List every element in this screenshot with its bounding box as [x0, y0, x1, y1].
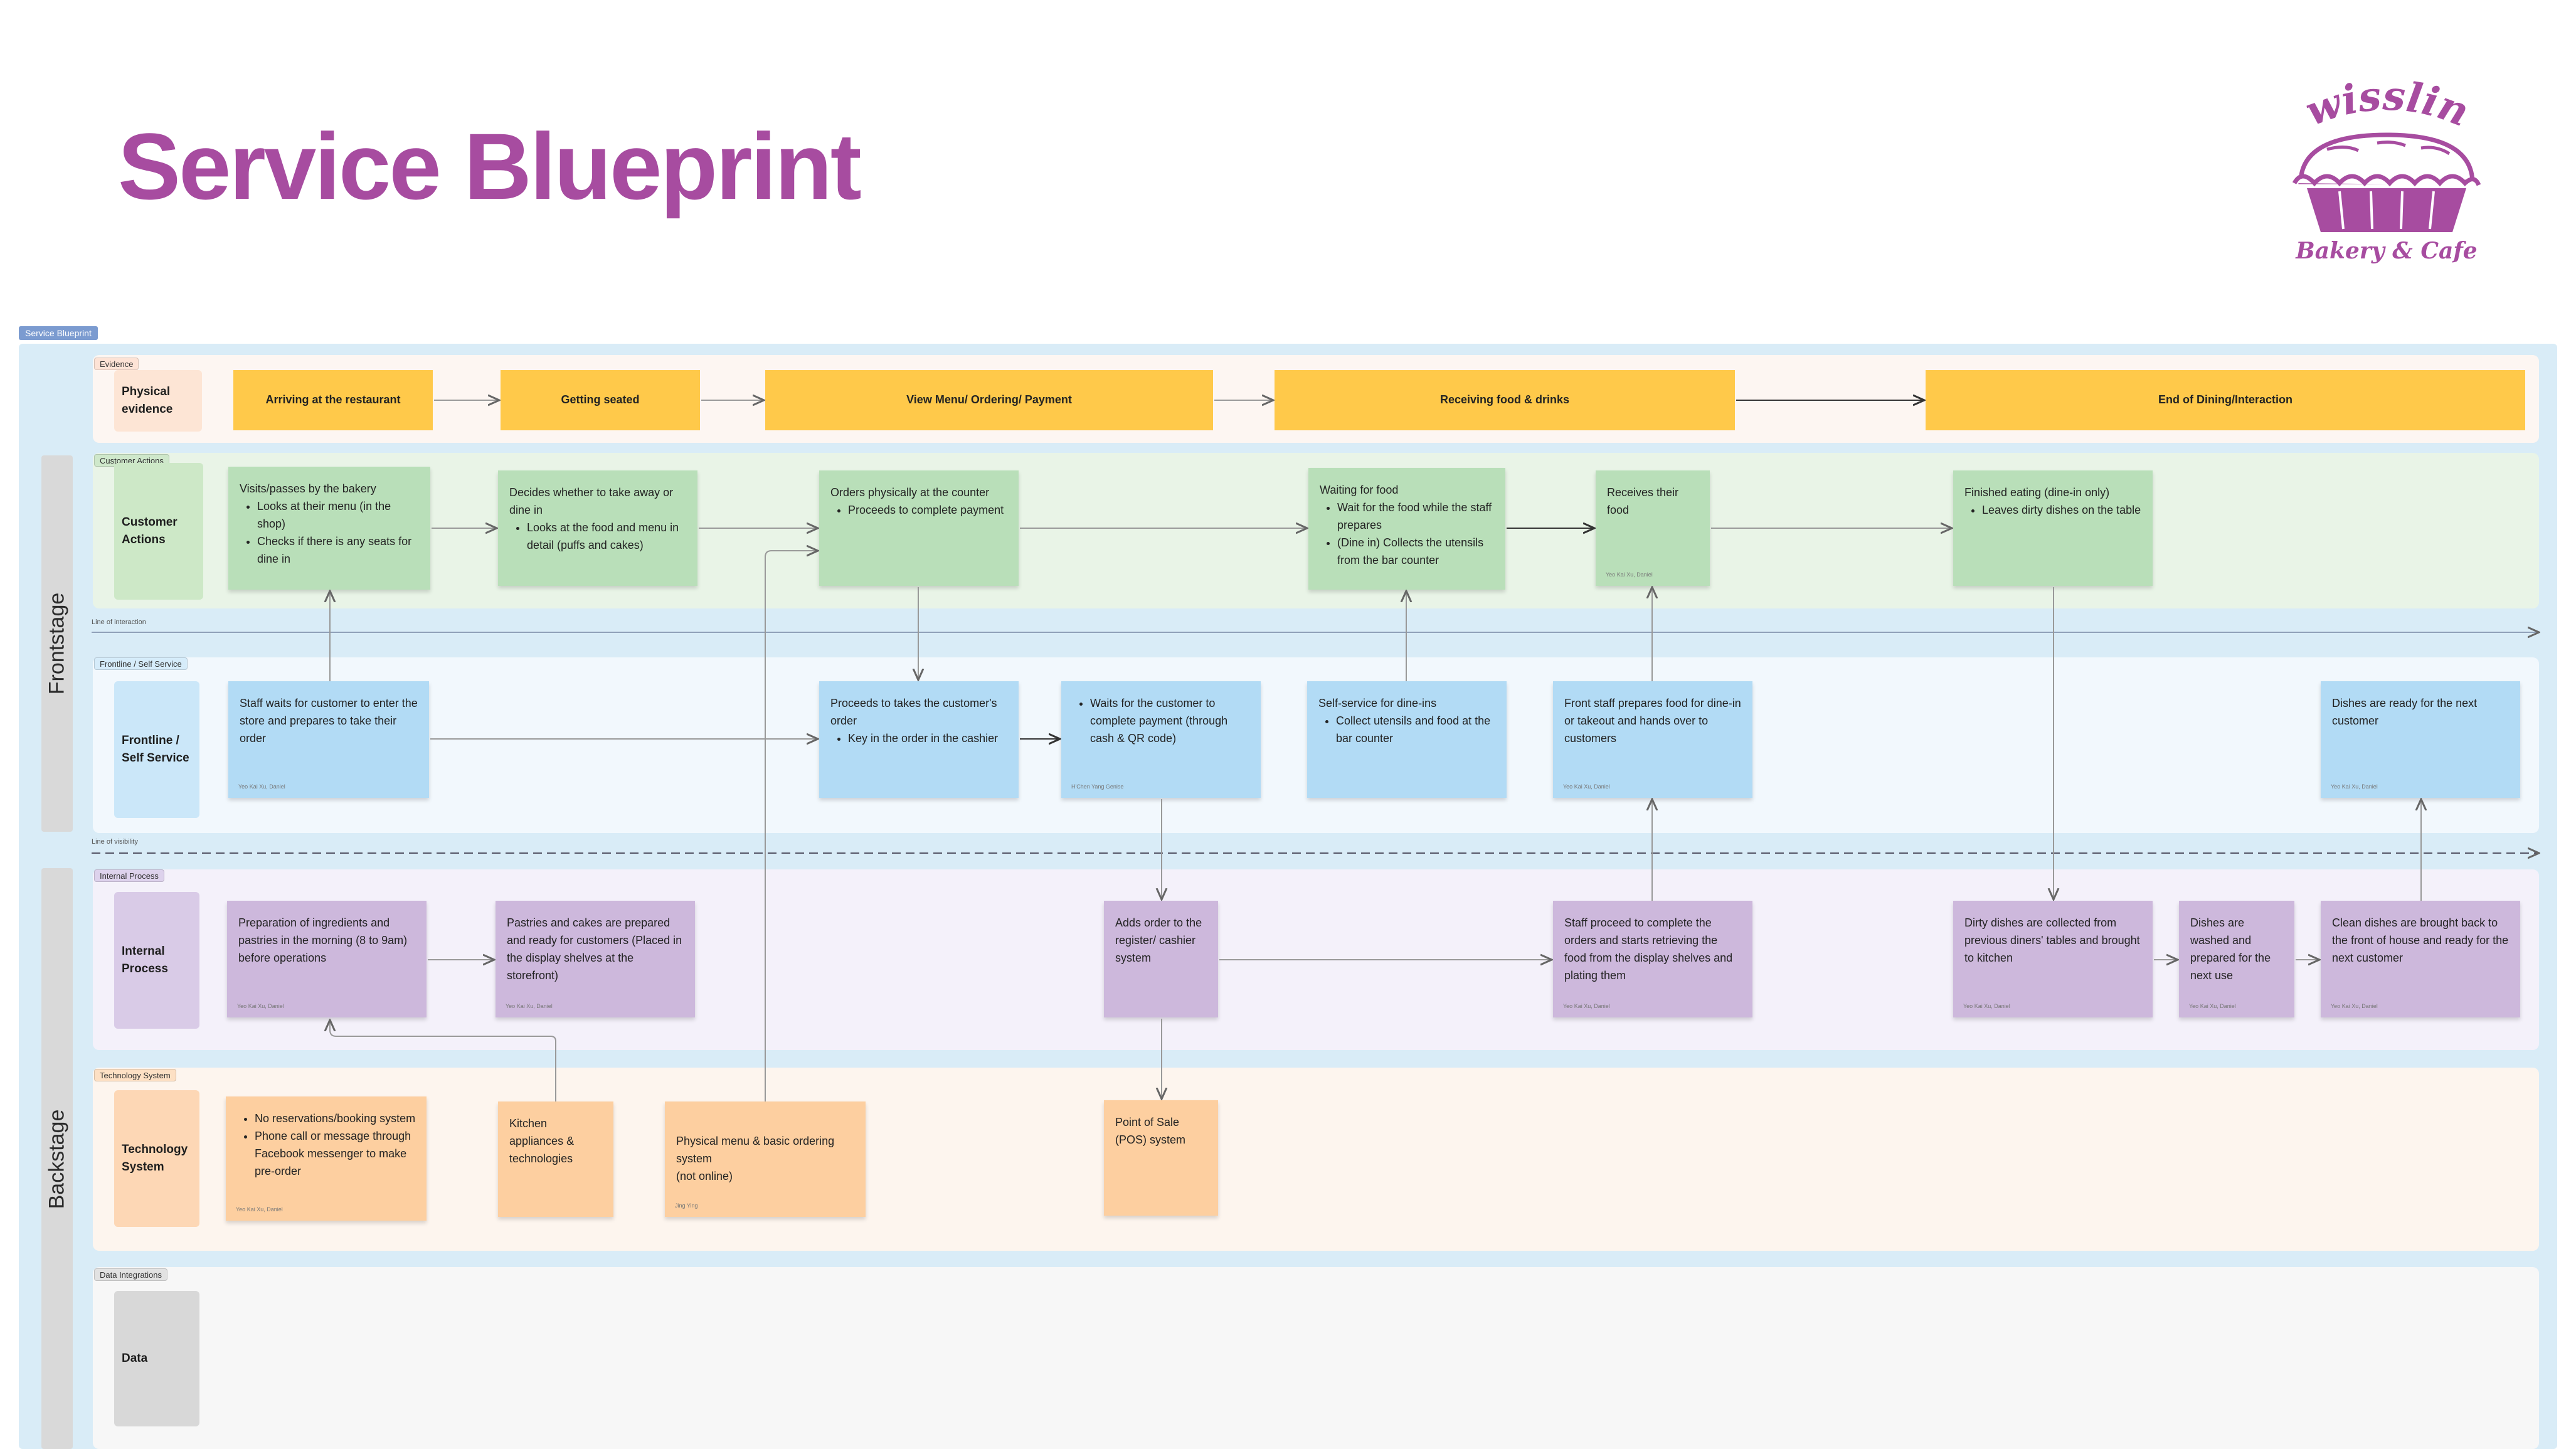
- frontline-card[interactable]: Dishes are ready for the next customer Y…: [2321, 681, 2520, 798]
- evidence-tag: Evidence: [94, 358, 139, 370]
- logo-brand-text: Swisslink: [2269, 38, 2475, 136]
- bakery-logo-icon: Swisslink Bakery & Cafe: [2269, 38, 2481, 264]
- technology-lane: [93, 1068, 2539, 1251]
- customer-action-card[interactable]: Waiting for food Wait for the food while…: [1308, 468, 1505, 590]
- evidence-card[interactable]: View Menu/ Ordering/ Payment: [765, 370, 1213, 430]
- backstage-label: Backstage: [45, 1109, 69, 1209]
- frontline-card[interactable]: Self-service for dine-ins Collect utensi…: [1307, 681, 1507, 798]
- data-lane: [93, 1267, 2539, 1449]
- frontline-card[interactable]: Front staff prepares food for dine-in or…: [1553, 681, 1752, 798]
- internal-process-card[interactable]: Dishes are washed and prepared for the n…: [2179, 901, 2294, 1017]
- technology-card[interactable]: Point of Sale (POS) system: [1104, 1100, 1218, 1216]
- internal-process-card[interactable]: Dirty dishes are collected from previous…: [1953, 901, 2153, 1017]
- evidence-card[interactable]: Getting seated: [501, 370, 700, 430]
- technology-tag: Technology System: [94, 1069, 176, 1081]
- backstage-section: Backstage: [41, 868, 73, 1449]
- internal-process-card[interactable]: Clean dishes are brought back to the fro…: [2321, 901, 2520, 1017]
- line-of-interaction-label: Line of interaction: [92, 618, 146, 626]
- customer-action-card[interactable]: Finished eating (dine-in only) Leaves di…: [1953, 470, 2153, 586]
- frontstage-label: Frontstage: [45, 592, 69, 695]
- frontline-card[interactable]: Staff waits for customer to enter the st…: [228, 681, 429, 798]
- evidence-lane-label: Physical evidence: [114, 370, 202, 432]
- internal-process-card[interactable]: Adds order to the register/ cashier syst…: [1104, 901, 1218, 1017]
- brand-logo: Swisslink Bakery & Cafe: [2269, 38, 2490, 270]
- frontline-lane-label: Frontline / Self Service: [114, 681, 199, 818]
- frontline-card[interactable]: Proceeds to takes the customer's order K…: [819, 681, 1019, 798]
- customer-action-card[interactable]: Decides whether to take away or dine in …: [498, 470, 697, 586]
- customer-action-card[interactable]: Orders physically at the counter Proceed…: [819, 470, 1019, 586]
- svg-text:Swisslink: Swisslink: [2283, 75, 2475, 136]
- internal-lane-label: Internal Process: [114, 892, 199, 1029]
- logo-subtitle-text: Bakery & Cafe: [2295, 238, 2477, 264]
- evidence-card[interactable]: Arriving at the restaurant: [233, 370, 433, 430]
- technology-lane-label: Technology System: [114, 1090, 199, 1227]
- page-title: Service Blueprint: [118, 114, 862, 219]
- frontline-card[interactable]: Waits for the customer to complete payme…: [1061, 681, 1261, 798]
- evidence-card[interactable]: End of Dining/Interaction: [1926, 370, 2525, 430]
- evidence-card[interactable]: Receiving food & drinks: [1275, 370, 1735, 430]
- data-tag: Data Integrations: [94, 1268, 168, 1281]
- customer-action-card[interactable]: Visits/passes by the bakery Looks at the…: [228, 467, 430, 590]
- frontstage-section: Frontstage: [41, 455, 73, 832]
- customer-action-card[interactable]: Receives their food Yeo Kai Xu, Daniel: [1596, 470, 1710, 586]
- frontline-tag: Frontline / Self Service: [94, 657, 188, 670]
- internal-process-card[interactable]: Staff proceed to complete the orders and…: [1553, 901, 1752, 1017]
- technology-card[interactable]: Physical menu & basic ordering system (n…: [665, 1101, 866, 1217]
- line-of-visibility-label: Line of visibility: [92, 838, 138, 846]
- data-lane-label: Data: [114, 1291, 199, 1426]
- customer-lane-label: Customer Actions: [114, 463, 203, 600]
- frame-tab[interactable]: Service Blueprint: [19, 326, 98, 340]
- internal-tag: Internal Process: [94, 869, 164, 882]
- technology-card[interactable]: Kitchen appliances & technologies: [498, 1101, 613, 1217]
- internal-process-card[interactable]: Pastries and cakes are prepared and read…: [496, 901, 695, 1017]
- internal-process-card[interactable]: Preparation of ingredients and pastries …: [227, 901, 427, 1017]
- technology-card[interactable]: No reservations/booking systemPhone call…: [226, 1096, 427, 1221]
- internal-lane: [93, 869, 2539, 1050]
